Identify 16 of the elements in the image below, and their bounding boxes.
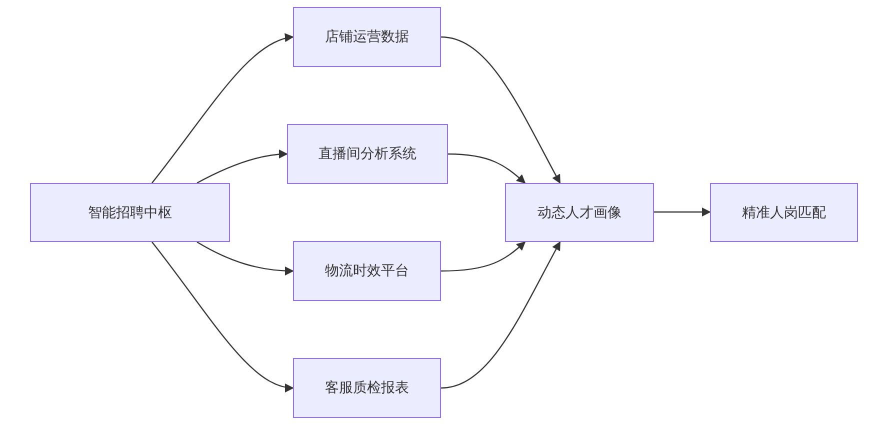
process-box: 精准人岗匹配 — [710, 183, 858, 242]
arrow — [440, 241, 561, 389]
arrow — [152, 242, 294, 392]
process-box: 直播间分析系统 — [287, 124, 448, 184]
process-box: 店铺运营数据 — [293, 7, 441, 67]
arrow — [196, 150, 288, 184]
process-box: 客服质检报表 — [293, 358, 441, 418]
process-box: 动态人才画像 — [505, 183, 654, 242]
process-box: 物流时效平台 — [293, 241, 441, 301]
arrow — [152, 34, 294, 184]
process-box: 智能招聘中枢 — [30, 183, 230, 242]
arrow — [448, 153, 526, 184]
arrow — [440, 36, 561, 184]
arrow — [196, 241, 294, 276]
arrow — [440, 241, 526, 272]
arrow — [654, 208, 711, 216]
